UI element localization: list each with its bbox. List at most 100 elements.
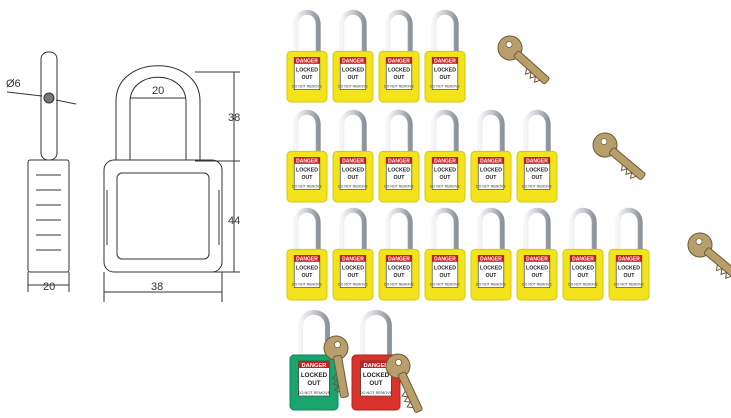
lock-danger-text: DANGER [526,158,548,164]
lock-locked-text: LOCKED [388,68,410,74]
lock-footer-text: DO NOT REMOVE [476,282,506,286]
lock-danger-text: DANGER [342,158,364,164]
lock-out-text: OUT [348,75,360,81]
lock-out-text: OUT [486,273,498,279]
lock-footer-text: DO NOT REMOVE [430,184,460,188]
lock-locked-text: LOCKED [618,266,640,272]
silver-key-1 [323,335,349,399]
lock-out-text: OUT [302,273,314,279]
lock-locked-text: LOCKED [572,266,594,272]
lock-footer-text: DO NOT REMOVE [522,282,552,286]
lock-footer-text: DO NOT REMOVE [384,84,414,88]
lock-footer-text: DO NOT REMOVE [384,282,414,286]
lock-danger-text: DANGER [342,58,364,64]
lock-out-text: OUT [348,175,360,181]
brass-key-2 [592,132,646,180]
lock-footer-text: DO NOT REMOVE [430,84,460,88]
lock-locked-text: LOCKED [526,168,548,174]
lock-out-text: OUT [532,273,544,279]
lock-out-text: OUT [440,75,452,81]
lock-footer-text: DO NOT REMOVE [292,184,322,188]
lock-locked-text: LOCKED [480,168,502,174]
lock-danger-text: DANGER [296,256,318,262]
lock-locked-text: LOCKED [342,168,364,174]
lock-footer-text: DO NOT REMOVE [338,282,368,286]
dim-shackle-width-label: 20 [152,85,164,97]
lock-out-text: OUT [532,175,544,181]
lock-danger-text: DANGER [296,158,318,164]
lock-locked-text: LOCKED [301,372,328,379]
lock-danger-text: DANGER [342,256,364,262]
lock-locked-text: LOCKED [480,266,502,272]
dim-body-height-label: 44 [228,215,240,227]
lock-danger-text: DANGER [572,256,594,262]
lock-out-text: OUT [348,273,360,279]
lock-danger-text: DANGER [388,58,410,64]
lock-danger-text: DANGER [434,58,456,64]
lock-locked-text: LOCKED [296,168,318,174]
lock-footer-text: DO NOT REMOVE [338,84,368,88]
lock-locked-text: LOCKED [296,68,318,74]
lock-footer-text: DO NOT REMOVE [476,184,506,188]
lock-footer-text: DO NOT REMOVE [292,84,322,88]
lock-danger-text: DANGER [526,256,548,262]
lock-footer-text: DO NOT REMOVE [338,184,368,188]
lock-locked-text: LOCKED [434,168,456,174]
lock-locked-text: LOCKED [388,266,410,272]
lock-out-text: OUT [578,273,590,279]
silver-key-2 [385,353,423,413]
lock-danger-text: DANGER [388,256,410,262]
lock-out-text: OUT [394,175,406,181]
dim-diameter-label: Ø6 [6,78,21,90]
lock-locked-text: LOCKED [434,266,456,272]
lock-footer-text: DO NOT REMOVE [568,282,598,286]
lock-out-text: OUT [394,273,406,279]
side-view [6,51,77,292]
lock-danger-text: DANGER [480,158,502,164]
lock-locked-text: LOCKED [388,168,410,174]
dim-shackle-height-label: 38 [228,112,240,124]
lock-locked-text: LOCKED [526,266,548,272]
lock-out-text: OUT [302,175,314,181]
brass-key-3 [687,232,731,280]
lock-footer-text: DO NOT REMOVE [430,282,460,286]
brass-key-1 [497,35,550,85]
front-view [103,65,240,302]
lock-out-text: OUT [624,273,636,279]
lock-danger-text: DANGER [302,363,328,369]
lock-locked-text: LOCKED [434,68,456,74]
lock-footer-text: DO NOT REMOVE [360,391,393,395]
lock-danger-text: DANGER [618,256,640,262]
lock-locked-text: LOCKED [296,266,318,272]
lock-out-text: OUT [440,273,452,279]
dim-side-width-label: 20 [43,281,55,293]
lock-danger-text: DANGER [434,256,456,262]
lock-locked-text: LOCKED [342,266,364,272]
lock-footer-text: DO NOT REMOVE [522,184,552,188]
lock-danger-text: DANGER [434,158,456,164]
lock-out-text: OUT [369,380,382,387]
lock-footer-text: DO NOT REMOVE [384,184,414,188]
lock-danger-text: DANGER [388,158,410,164]
lock-danger-text: DANGER [480,256,502,262]
dimension-labels: Ø6 20 38 44 20 38 [6,78,240,293]
lock-locked-text: LOCKED [363,372,390,379]
lock-footer-text: DO NOT REMOVE [614,282,644,286]
